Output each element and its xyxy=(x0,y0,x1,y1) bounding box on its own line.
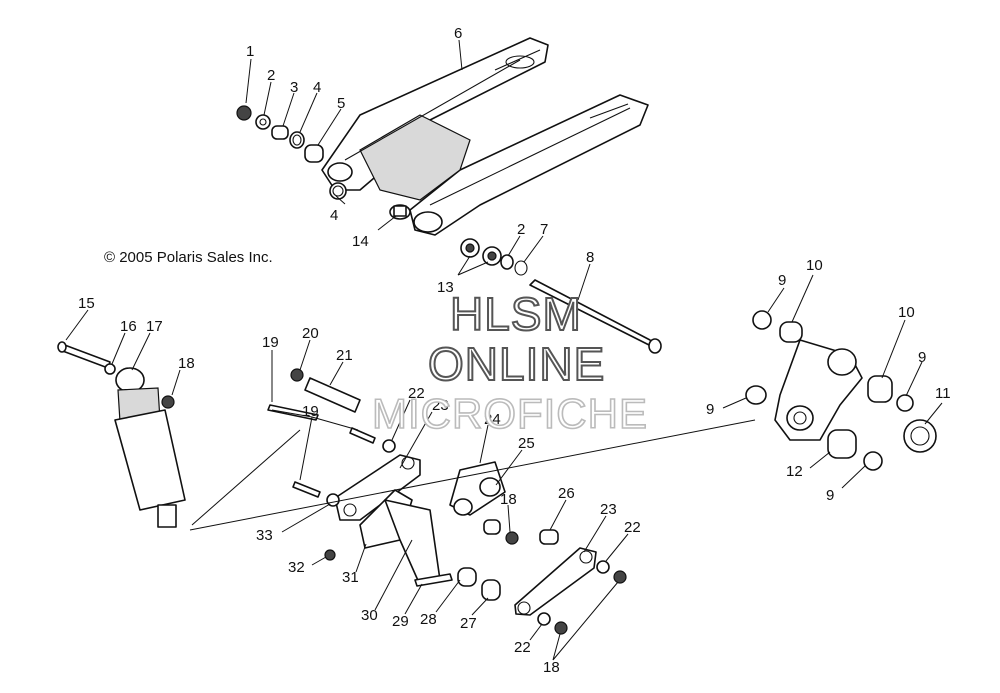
callout-30: 30 xyxy=(361,607,378,624)
callout-18b: 18 xyxy=(500,491,517,508)
spacer-21 xyxy=(304,377,361,413)
watermark: HLSM ONLINE MICROFICHE xyxy=(371,287,648,438)
nut-32 xyxy=(324,549,336,561)
callout-4: 4 xyxy=(313,79,321,96)
bushing-28 xyxy=(457,567,477,587)
callout-labels: 1 2 3 4 5 6 4 14 2 7 13 8 9 10 10 9 9 11… xyxy=(78,25,951,676)
callout-12: 12 xyxy=(786,463,803,480)
callout-5: 5 xyxy=(337,95,345,112)
callout-16: 16 xyxy=(120,318,137,335)
washer-2b xyxy=(500,254,514,270)
callout-27: 27 xyxy=(460,615,477,632)
bushing-10a xyxy=(779,321,803,343)
bell-crank-24 xyxy=(449,461,506,516)
callout-19a: 19 xyxy=(262,334,279,351)
callout-32: 32 xyxy=(288,559,305,576)
callout-8: 8 xyxy=(586,249,594,266)
callout-9c: 9 xyxy=(706,401,714,418)
callout-33: 33 xyxy=(256,527,273,544)
nut-18b xyxy=(505,531,519,545)
callout-23b: 23 xyxy=(600,501,617,518)
washer-9c xyxy=(745,385,767,405)
callout-21: 21 xyxy=(336,347,353,364)
nut-20 xyxy=(290,368,304,382)
callout-20: 20 xyxy=(302,325,319,342)
callout-2b: 2 xyxy=(517,221,525,238)
washer-2 xyxy=(255,114,271,130)
shock-17 xyxy=(114,367,186,528)
bearing-11 xyxy=(903,419,937,453)
callout-10a: 10 xyxy=(806,257,823,274)
callout-14: 14 xyxy=(352,233,369,250)
bushing-3 xyxy=(271,125,289,140)
link-plate-23a xyxy=(334,454,421,521)
bolt-29 xyxy=(414,573,453,587)
seal-4 xyxy=(289,131,305,149)
callout-6: 6 xyxy=(454,25,462,42)
callout-1: 1 xyxy=(246,43,254,60)
snap-ring-7 xyxy=(514,260,528,276)
washer-22a xyxy=(382,439,396,453)
callout-9a: 9 xyxy=(778,272,786,289)
bearing-5 xyxy=(304,144,324,163)
seal-4b xyxy=(329,182,347,200)
callout-18a: 18 xyxy=(178,355,195,372)
callout-25: 25 xyxy=(518,435,535,452)
callout-3: 3 xyxy=(290,79,298,96)
callout-28: 28 xyxy=(420,611,437,628)
bushing-12 xyxy=(827,429,857,459)
callout-15: 15 xyxy=(78,295,95,312)
swing-arm xyxy=(321,37,649,236)
callout-26: 26 xyxy=(558,485,575,502)
callout-29: 29 xyxy=(392,613,409,630)
callout-18c: 18 xyxy=(543,659,560,676)
watermark-line-1: HLSM xyxy=(450,288,582,340)
callout-22b: 22 xyxy=(624,519,641,536)
callout-22a: 22 xyxy=(408,385,425,402)
bushing-10b xyxy=(867,375,893,403)
callout-13: 13 xyxy=(437,279,454,296)
bushing-27 xyxy=(481,579,501,601)
bushing-14 xyxy=(389,204,411,220)
callout-4b: 4 xyxy=(330,207,338,224)
callout-19b: 19 xyxy=(302,403,319,420)
bushing-25 xyxy=(483,519,501,535)
bolt-15 xyxy=(57,341,111,369)
rocker-arm xyxy=(774,339,863,441)
washer-9d xyxy=(863,451,883,471)
callout-9d: 9 xyxy=(826,487,834,504)
washer-22b xyxy=(596,560,610,574)
nut-1 xyxy=(236,105,252,121)
callout-7: 7 xyxy=(540,221,548,238)
washer-22c xyxy=(537,612,551,626)
washer-9b xyxy=(896,394,914,412)
link-plate-23b xyxy=(514,547,597,616)
washer-16 xyxy=(104,363,116,375)
callout-31: 31 xyxy=(342,569,359,586)
watermark-line-2: ONLINE xyxy=(428,338,605,390)
nut-18d xyxy=(613,570,627,584)
callout-24: 24 xyxy=(484,411,501,428)
callout-23a: 23 xyxy=(432,397,449,414)
callout-2: 2 xyxy=(267,67,275,84)
callout-22c: 22 xyxy=(514,639,531,656)
nut-18c xyxy=(554,621,568,635)
watermark-line-3: MICROFICHE xyxy=(372,390,648,437)
callout-10b: 10 xyxy=(898,304,915,321)
bolt-19b xyxy=(349,427,376,444)
callout-17: 17 xyxy=(146,318,163,335)
bearings-13 xyxy=(460,238,502,266)
callout-11: 11 xyxy=(935,385,951,402)
callout-9b: 9 xyxy=(918,349,926,366)
arm-30 xyxy=(384,499,441,586)
spacer-26 xyxy=(539,529,559,545)
leader-lines xyxy=(65,39,943,661)
bolt-8 xyxy=(529,279,662,354)
nut-18a xyxy=(161,395,175,409)
washer-9a xyxy=(752,310,772,330)
bolt-19c xyxy=(292,481,321,498)
copyright-text: © 2005 Polaris Sales Inc. xyxy=(104,249,273,266)
